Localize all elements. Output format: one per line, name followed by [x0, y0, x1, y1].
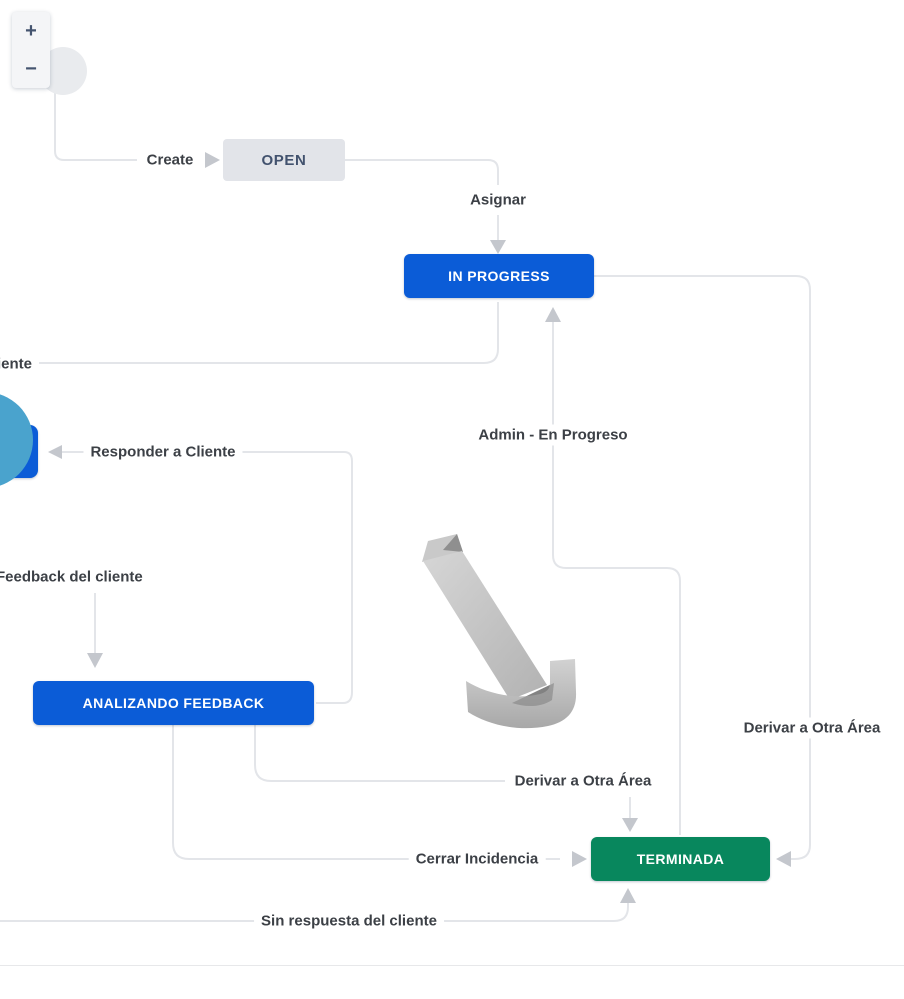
transition-label-cliente-partial[interactable]: iente	[0, 353, 40, 375]
asignar-arrowhead	[490, 240, 506, 254]
zoom-out-button[interactable]: −	[25, 57, 37, 80]
transition-label-sin-respuesta-del-cliente[interactable]: Sin respuesta del cliente	[254, 910, 444, 932]
connector-create	[54, 92, 137, 161]
responder-arrowhead	[48, 445, 62, 459]
transition-label-derivar-a-otra-area-right[interactable]: Derivar a Otra Área	[736, 717, 888, 739]
annotation-arrow-graphic	[422, 534, 577, 729]
transition-label-create[interactable]: Create	[139, 149, 201, 171]
transition-label-feedback-del-cliente[interactable]: Feedback del cliente	[0, 566, 150, 588]
state-terminada[interactable]: TERMINADA	[591, 837, 770, 881]
connector-responder	[62, 451, 353, 704]
transition-label-asignar[interactable]: Asignar	[463, 189, 533, 211]
zoom-controls: + −	[12, 12, 50, 88]
transition-label-derivar-a-otra-area-mid[interactable]: Derivar a Otra Área	[507, 770, 659, 792]
transition-label-admin-en-progreso[interactable]: Admin - En Progreso	[471, 424, 635, 446]
state-open[interactable]: OPEN	[223, 139, 345, 181]
cerrar-arrowhead	[572, 851, 587, 867]
feedback-arrowhead	[87, 653, 103, 668]
connector-sin-respuesta	[0, 903, 629, 922]
transition-label-cerrar-incidencia[interactable]: Cerrar Incidencia	[408, 848, 546, 870]
connector-derivar-mid	[254, 725, 631, 818]
bottom-divider	[0, 965, 904, 966]
zoom-in-button[interactable]: +	[25, 19, 37, 42]
derivar-right-arrowhead	[776, 851, 791, 867]
connector-cerrar	[172, 725, 560, 860]
transition-label-responder-a-cliente[interactable]: Responder a Cliente	[83, 441, 243, 463]
state-analizando-feedback[interactable]: ANALIZANDO FEEDBACK	[33, 681, 314, 725]
connector-derivar-right	[594, 275, 811, 860]
connector-admin	[552, 322, 681, 835]
create-arrowhead	[205, 152, 220, 168]
derivar-mid-arrowhead	[622, 818, 638, 832]
admin-arrowhead	[545, 307, 561, 322]
connector-open-to-asignar	[345, 159, 499, 240]
sin-respuesta-arrowhead	[620, 888, 636, 903]
state-in-progress[interactable]: IN PROGRESS	[404, 254, 594, 298]
connector-inprogress-to-left	[0, 302, 499, 364]
